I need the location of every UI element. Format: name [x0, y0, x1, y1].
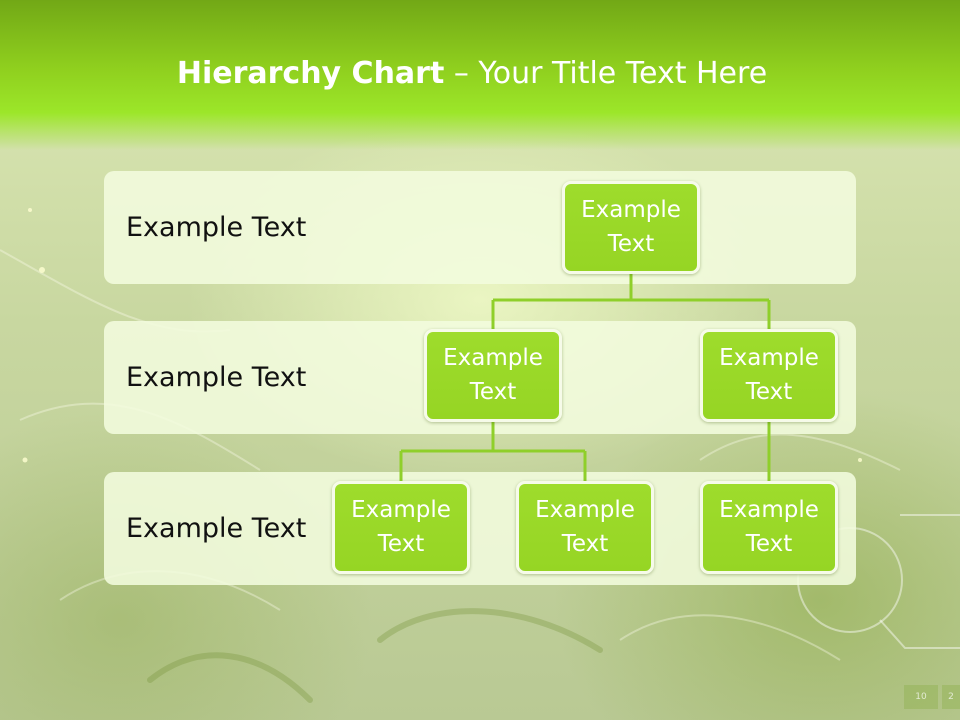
row-label-1: Example Text	[126, 212, 307, 243]
node-level3-a-label: Example Text	[351, 497, 451, 557]
node-level2-left[interactable]: Example Text	[424, 329, 562, 422]
title-bar	[0, 0, 960, 150]
node-level3-b-label: Example Text	[535, 497, 635, 557]
node-level2-right-label: Example Text	[719, 345, 819, 405]
footer-number-1: 10	[904, 685, 938, 709]
title-subtitle: – Your Title Text Here	[444, 56, 768, 91]
node-level3-c-label: Example Text	[719, 497, 819, 557]
row-label-2: Example Text	[126, 362, 307, 393]
row-band-1: Example Text	[104, 171, 856, 284]
node-level3-c[interactable]: Example Text	[700, 481, 838, 574]
slide-title: Hierarchy Chart – Your Title Text Here	[0, 56, 944, 91]
node-level2-right[interactable]: Example Text	[700, 329, 838, 422]
row-label-3: Example Text	[126, 513, 307, 544]
node-root[interactable]: Example Text	[562, 181, 700, 274]
title-bold: Hierarchy Chart	[176, 56, 445, 91]
node-root-label: Example Text	[581, 197, 681, 257]
node-level3-b[interactable]: Example Text	[516, 481, 654, 574]
footer-number-2: 2	[942, 685, 960, 709]
node-level2-left-label: Example Text	[443, 345, 543, 405]
node-level3-a[interactable]: Example Text	[332, 481, 470, 574]
